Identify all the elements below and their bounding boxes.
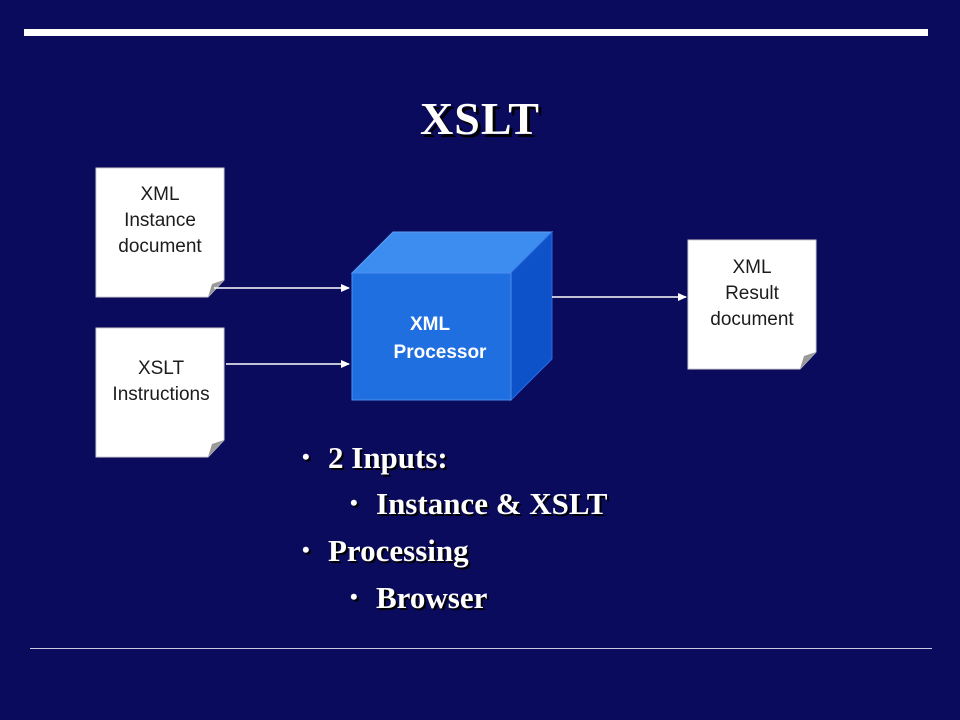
processor-cube [350,230,554,402]
instance-label-line: document [118,236,202,257]
bullet-dot-icon: • [350,584,358,609]
bullet-dot-icon: • [302,444,310,469]
slide-title: XSLT [420,93,540,144]
instance-document-label: XML Instance document [96,182,224,260]
bullet-item: • Processing [302,533,469,569]
cube-front-face [351,272,512,401]
instance-label-line: Instance [124,210,196,231]
processor-label-line: Processor [393,342,487,363]
bullet-dot-icon: • [302,537,310,562]
bullet-text: Browser [376,580,488,615]
bullet-dot-icon: • [350,490,358,515]
xslt-label-line: XSLT [137,358,185,379]
top-rule [24,29,928,36]
result-document-label: XML Result document [688,255,816,333]
bullet-item: • Browser [350,580,487,616]
result-label-line: Result [725,283,779,304]
xslt-document-label: XSLT Instructions [96,356,226,408]
bullet-text: Instance & XSLT [376,486,608,521]
result-label-line: XML [732,257,772,278]
result-document-shape [687,239,817,370]
bullet-item: • Instance & XSLT [350,486,607,522]
instance-label-line: XML [140,184,180,205]
processor-label: XML Processor [360,311,510,367]
xslt-label-line: Instructions [112,384,210,405]
bullet-item: • 2 Inputs: [302,440,448,476]
xslt-document-shape [95,327,225,458]
bullet-text: Processing [328,533,469,568]
result-label-line: document [710,309,794,330]
bullet-text: 2 Inputs: [328,440,448,475]
processor-label-line: XML [409,314,451,335]
bottom-rule [30,648,932,649]
